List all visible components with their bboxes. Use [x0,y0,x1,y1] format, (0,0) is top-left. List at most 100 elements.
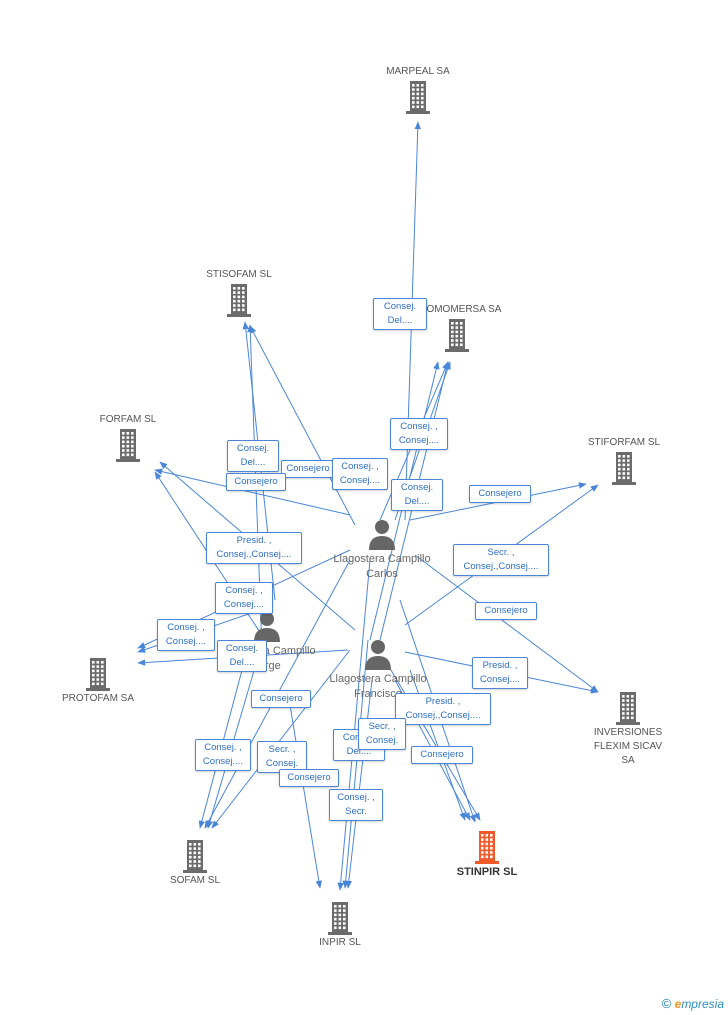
edge-role-label[interactable]: Presid. , Consej.... [472,657,528,689]
edge-role-label[interactable]: Secr. , Consej. [358,718,406,750]
person-francisco[interactable]: Llagostera Campillo Francisco [323,638,433,702]
edge-role-text: Consej.... [339,475,381,486]
building-icon [328,902,352,935]
edge-role-text: Consej.... [479,674,521,685]
building-icon [612,452,636,485]
edge-role-text: Consejero [259,693,303,704]
edge-role-label[interactable]: Consejero [469,485,531,503]
edge-role-text: Presid. , [482,660,518,671]
edge-role-text: Consej.... [398,435,440,446]
edge-role-label[interactable]: Consejero [279,769,339,787]
edge-role-label[interactable]: Secr. , Consej.,Consej.... [453,544,549,576]
company-name: SOFAM SL [169,875,220,886]
edge-role-text: Consej. , [337,792,375,803]
company-sofam[interactable]: SOFAM SL [145,838,245,888]
edge-role-text: Presid. , [425,696,461,707]
edge-role-label[interactable]: Consej. ,Consej.... [195,739,251,771]
edge-role-text: Consej. [365,735,399,746]
company-inpir[interactable]: INPIR SL [290,900,390,950]
person-icon [254,612,280,642]
edge-role-text: Consejero [234,476,278,487]
building-icon [183,840,207,873]
person-icon [365,640,391,670]
edge-role-label[interactable]: Consej. , Consej.... [157,619,215,651]
edge-role-text: Consej. [225,643,259,654]
company-name: STISOFAM SL [206,269,272,280]
edge-role-label[interactable]: Consejero [281,460,335,478]
edge-role-text: Consej. [236,443,270,454]
edge-role-label[interactable]: Presid. ,Consej.,Consej.... [395,693,491,725]
edge-line [337,559,371,891]
edge-role-text: Consej. [383,301,417,312]
edge-line [154,468,351,516]
edge-role-label[interactable]: Presid. , Consej.,Consej.... [206,532,302,564]
company-stinpir[interactable]: STINPIR SL [437,829,537,879]
company-marpeal[interactable]: MARPEAL SA [368,65,468,115]
edge-role-label[interactable]: Consej. , Consej.... [332,458,388,490]
edge-role-text: Del.... [346,746,372,757]
edge-role-label[interactable]: Consejero [411,746,473,764]
person-icon [369,520,395,550]
edge-role-label[interactable]: Consejero [226,473,286,491]
edge-role-text: Del.... [229,657,255,668]
company-protofam[interactable]: PROTOFAM SA [48,656,148,706]
edge-role-text: Consej. , [400,421,438,432]
edge-role-text: Consej.... [223,599,265,610]
edge-role-label[interactable]: Consej. Del.... [391,479,443,511]
company-name: PROTOFAM SA [61,693,135,704]
edge-line [211,649,351,829]
edge-role-label[interactable]: Consej. Del.... [227,440,279,472]
company-name: STIFORFAM SL [587,437,661,448]
company-name: MARPEAL SA [386,66,450,77]
building-icon [406,81,430,114]
edge-role-label[interactable]: Consej. , Secr. [329,789,383,821]
edge-role-label[interactable]: Consej. Del.... [217,640,267,672]
edge-role-label[interactable]: Consejero [251,690,311,708]
company-name: INPIR SL [319,937,361,948]
edge-role-text: Secr. , [268,744,296,755]
edge-role-text: Consej. , [225,585,263,596]
edge-role-text: Consej.... [202,756,244,767]
edge-role-text: Consej.... [165,636,207,647]
edge-role-text: Del.... [240,457,266,468]
company-forfam[interactable]: FORFAM SL [78,413,178,463]
edge-role-label[interactable]: Consej. , Consej.... [390,418,448,450]
company-inversiones[interactable]: INVERSIONES FLEXIM SICAV SA [580,690,676,768]
edge-role-text: Secr. [345,806,367,817]
edge-role-text: Consejero [286,463,330,474]
company-name: FORFAM SL [99,414,157,425]
edge-role-text: Consejero [420,749,464,760]
edge-role-text: Secr. , [368,721,396,732]
edge-role-text: Consej.,Consej.... [463,561,539,572]
edge-line [384,659,481,821]
company-name: STINPIR SL [456,866,518,878]
company-stiforfam[interactable]: STIFORFAM SL [572,436,676,486]
empresia-logo: © empresia [661,996,724,1011]
edge-line [249,325,356,526]
building-icon [86,658,110,691]
edge-role-text: Secr. , [487,547,515,558]
edge-line [289,704,322,889]
edge-role-label[interactable]: Secr. ,Consej. [257,741,307,773]
building-icon [116,429,140,462]
edge-role-label[interactable]: Consej. , Consej.... [215,582,273,614]
edge-role-text: Consej.,Consej.... [216,549,292,560]
edge-role-label[interactable]: Consej.Del.... [373,298,427,330]
edge-line [345,679,373,889]
company-name: PROMOMERSA SA [412,304,502,315]
edge-role-text: Consej. , [341,461,379,472]
edge-role-label[interactable]: Consejero [475,602,537,620]
building-icon [475,831,499,864]
company-promomersa[interactable]: PROMOMERSA SA [407,303,507,353]
edge-role-text: Presid. , [236,535,272,546]
person-carlos[interactable]: Llagostera Campillo Carlos [327,518,437,582]
edge-role-text: Consejero [478,488,522,499]
edge-line [414,554,599,693]
edge-role-text: Consej. , [167,622,205,633]
edge-role-text: Consejero [287,772,331,783]
edge-role-text: Consej. [400,482,434,493]
edge-role-text: Del.... [404,496,430,507]
building-icon [227,284,251,317]
company-stisofam[interactable]: STISOFAM SL [189,268,289,318]
